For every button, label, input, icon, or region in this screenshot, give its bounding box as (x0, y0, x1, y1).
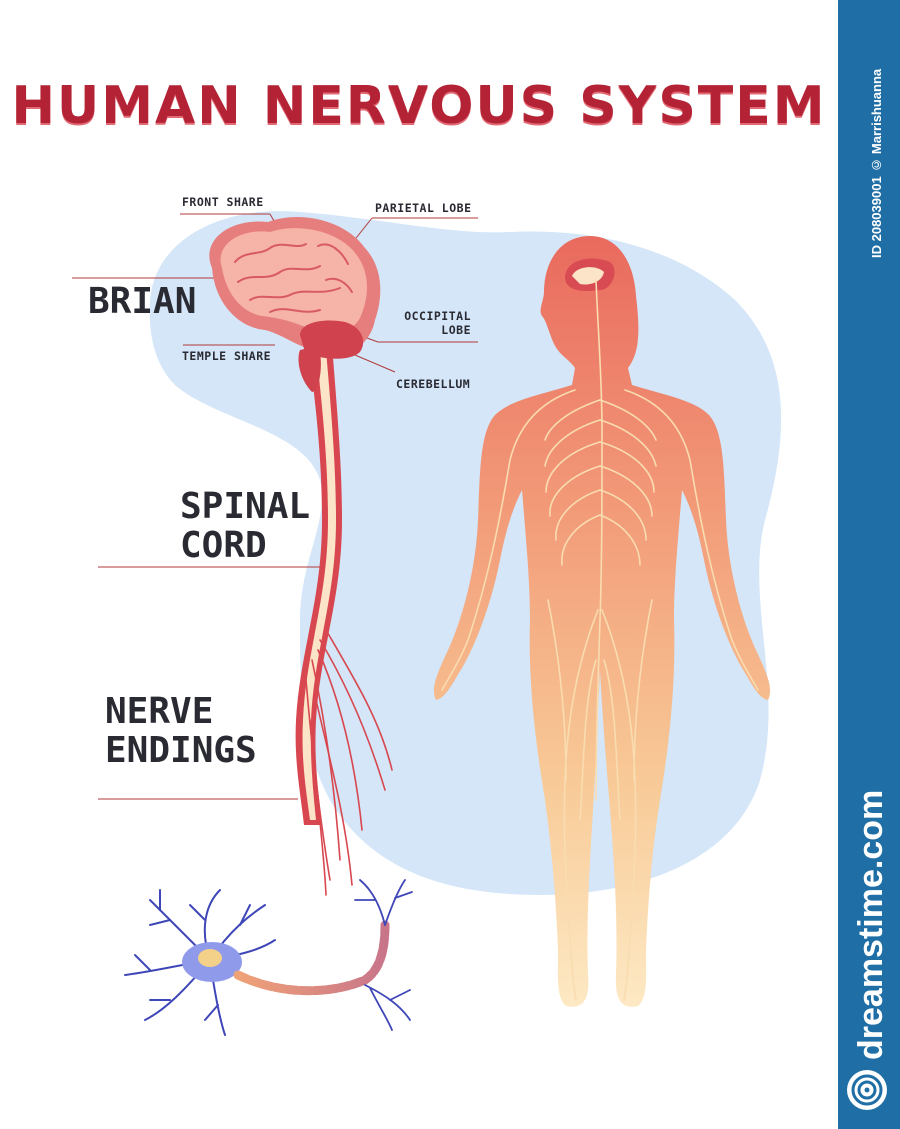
nerve-endings-label: NERVE ENDINGS (105, 691, 257, 771)
brand-logo-icon (847, 1070, 887, 1110)
image-id-text: ID 208039001 © Marrishuanna (869, 68, 884, 258)
nerve-endings-label-line1: NERVE (105, 691, 214, 732)
human-figure (433, 236, 771, 1007)
page-title: HUMAN NERVOUS SYSTEM (11, 76, 827, 136)
nervous-system-illustration (72, 211, 782, 1036)
brain-label: BRIAN (88, 281, 197, 322)
spinal-cord-label-line2: CORD (180, 524, 267, 566)
spinal-cord-label: SPINAL CORD (180, 486, 311, 566)
occipital-lobe-label-line1: OCCIPITAL (404, 309, 471, 323)
cerebellum-label: CEREBELLUM (396, 377, 471, 391)
spinal-cord (295, 345, 393, 896)
brain (209, 217, 381, 392)
watermark-sidebar (838, 0, 900, 1129)
spinal-cord-label-line1: SPINAL (180, 486, 311, 527)
occipital-lobe-label-line2: LOBE (441, 323, 471, 338)
parietal-lobe-label: PARIETAL LOBE (375, 201, 472, 215)
neuron (124, 879, 413, 1036)
brand-text: dreamstime.com (852, 789, 890, 1060)
nerve-endings-label-line2: ENDINGS (105, 729, 257, 771)
front-share-label: FRONT SHARE (182, 195, 264, 209)
occipital-lobe-label: OCCIPITAL LOBE (403, 309, 471, 338)
temple-share-label: TEMPLE SHARE (182, 349, 272, 363)
